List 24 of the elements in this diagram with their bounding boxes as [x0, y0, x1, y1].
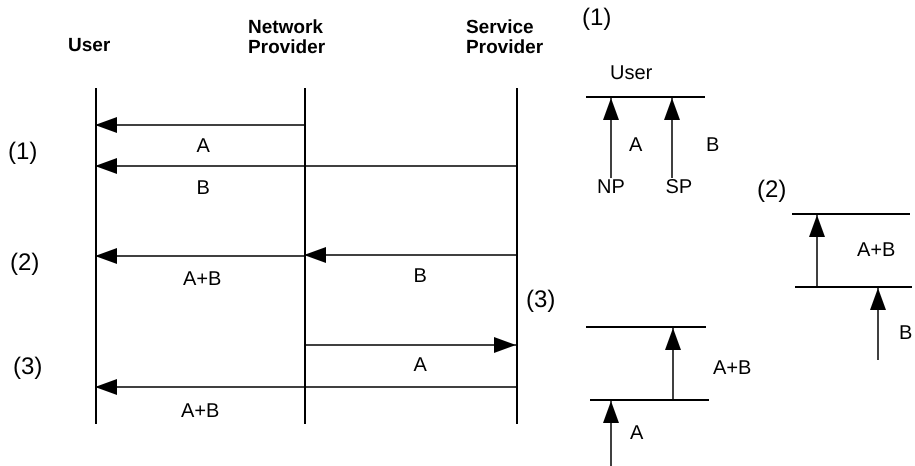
arrow [305, 337, 516, 353]
step-number: (1) [8, 138, 38, 166]
arrow [665, 328, 681, 401]
arrow [809, 215, 825, 288]
arrow [95, 158, 517, 174]
step-number: (3) [526, 286, 556, 314]
step-number: (3) [13, 353, 42, 381]
participant-label: Network Provider [248, 18, 326, 58]
arrow [870, 288, 886, 360]
line-label: User [610, 62, 652, 84]
arrow [603, 98, 619, 178]
step-number: (2) [10, 249, 40, 277]
arrow [664, 98, 680, 178]
arrow [603, 401, 619, 466]
step-number: (2) [757, 176, 786, 204]
step-number: (1) [582, 4, 612, 32]
node-label: SP [666, 176, 692, 198]
arrow [304, 247, 517, 263]
arrow [95, 379, 517, 395]
node-label: NP [597, 176, 625, 198]
arrow [95, 248, 305, 264]
participant-label: Service Provider [466, 18, 544, 58]
arrow [95, 117, 305, 133]
participant-label: User [68, 36, 112, 56]
